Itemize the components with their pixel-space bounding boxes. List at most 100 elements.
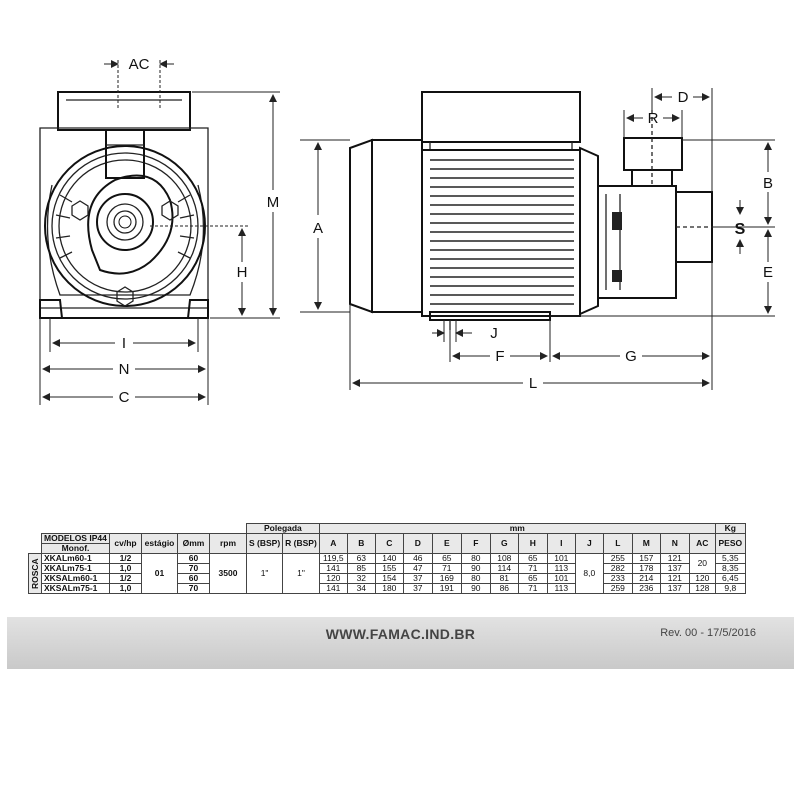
cell-d: 47 — [402, 563, 433, 574]
cell-h: 71 — [517, 563, 548, 574]
cell-ac: 128 — [688, 583, 716, 594]
cell-e: 169 — [431, 573, 462, 584]
table-header-row: MODELOS IP44 cv/hp estágio Ømm rpm S (BS… — [29, 533, 746, 554]
header-col: estágio — [141, 533, 178, 554]
cell-c: 154 — [374, 573, 404, 584]
header-kg: Kg — [714, 523, 746, 534]
cell-b: 32 — [346, 573, 376, 584]
cell-peso: 9,8 — [714, 583, 746, 594]
cell-m: 214 — [631, 573, 661, 584]
dim-label-h: H — [237, 264, 248, 281]
header-col: E — [431, 533, 462, 554]
cell-i: 101 — [546, 553, 576, 564]
cell-d: 46 — [402, 553, 433, 564]
cell-f: 80 — [460, 553, 491, 564]
table-group-header-row: Polegada mm Kg — [29, 523, 746, 534]
table-row: XKSALm75-1 1,0 70 141 34 180 37 191 90 8… — [29, 583, 746, 594]
dim-label-l: L — [529, 375, 537, 392]
cell-b: 63 — [346, 553, 376, 564]
cell-i: 113 — [546, 583, 576, 594]
header-col: A — [318, 533, 348, 554]
dim-label-i: I — [122, 335, 126, 352]
table-row: XKALm75-1 1,0 70 141 85 155 47 71 90 114… — [29, 563, 746, 574]
cell-g: 86 — [489, 583, 519, 594]
table-row: XKSALm60-1 1/2 60 120 32 154 37 169 80 8… — [29, 573, 746, 584]
header-col: cv/hp — [109, 533, 142, 554]
cell-b: 85 — [346, 563, 376, 574]
header-col: S (BSP) — [245, 533, 284, 554]
dim-label-s: S — [735, 221, 746, 238]
header-mm: mm — [318, 523, 716, 534]
cell-e: 71 — [431, 563, 462, 574]
table-row: ROSCA XKALm60-1 1/2 01 60 3500 1" 1" 119… — [28, 553, 746, 594]
header-col: C — [374, 533, 404, 554]
cell-rpm: 3500 — [209, 553, 247, 594]
header-col: D — [402, 533, 433, 554]
dim-label-g: G — [625, 348, 637, 365]
cell-n: 121 — [659, 573, 690, 584]
cell-diameter: 60 — [177, 573, 210, 584]
cell-s-bsp: 1" — [245, 553, 284, 594]
header-col: R (BSP) — [282, 533, 320, 554]
header-col: rpm — [209, 533, 247, 554]
header-modelos: MODELOS IP44 — [41, 533, 110, 544]
header-col: L — [602, 533, 633, 554]
cell-n: 121 — [659, 553, 690, 564]
website-link[interactable]: WWW.FAMAC.IND.BR — [325, 626, 476, 642]
cell-l: 233 — [602, 573, 633, 584]
cell-f: 80 — [460, 573, 491, 584]
cell-estagio: 01 — [141, 553, 178, 594]
dim-label-c: C — [119, 389, 130, 406]
cell-h: 65 — [517, 573, 548, 584]
cell-cv: 1,0 — [109, 583, 142, 594]
cell-f: 90 — [460, 563, 491, 574]
dim-label-n: N — [119, 361, 130, 378]
side-view: A D R B S E J — [300, 88, 775, 392]
header-col: M — [631, 533, 661, 554]
cell-a: 141 — [318, 583, 348, 594]
cell-diameter: 70 — [177, 563, 210, 574]
cell-model: XKALm75-1 — [41, 563, 110, 574]
cell-cv: 1/2 — [109, 573, 142, 584]
dim-label-m: M — [267, 194, 280, 211]
cell-peso: 5,35 — [714, 553, 746, 564]
cell-model: XKSALm60-1 — [41, 573, 110, 584]
cell-g: 108 — [489, 553, 519, 564]
cell-c: 140 — [374, 553, 404, 564]
cell-a: 119,5 — [318, 553, 348, 564]
dim-label-j: J — [490, 325, 498, 342]
header-col: N — [659, 533, 690, 554]
cell-a: 120 — [318, 573, 348, 584]
cell-l: 259 — [602, 583, 633, 594]
cell-e: 191 — [431, 583, 462, 594]
cell-d: 37 — [402, 573, 433, 584]
cell-l: 282 — [602, 563, 633, 574]
header-col: B — [346, 533, 376, 554]
cell-f: 90 — [460, 583, 491, 594]
header-col: I — [546, 533, 576, 554]
cell-c: 180 — [374, 583, 404, 594]
cell-a: 141 — [318, 563, 348, 574]
pump-technical-drawing: AC M H I N C — [39, 56, 775, 406]
cell-l: 255 — [602, 553, 633, 564]
dim-label-e: E — [763, 264, 773, 281]
cell-m: 157 — [631, 553, 661, 564]
cell-e: 65 — [431, 553, 462, 564]
cell-model: XKALm60-1 — [41, 553, 110, 564]
header-col: PESO — [714, 533, 746, 554]
cell-peso: 6,45 — [714, 573, 746, 584]
dim-label-r: R — [648, 110, 659, 127]
cell-h: 71 — [517, 583, 548, 594]
cell-model: XKSALm75-1 — [41, 583, 110, 594]
cell-i: 113 — [546, 563, 576, 574]
cell-n: 137 — [659, 583, 690, 594]
dim-label-d: D — [678, 89, 689, 106]
header-col: F — [460, 533, 491, 554]
side-label-rosca: ROSCA — [28, 553, 42, 594]
cell-n: 137 — [659, 563, 690, 574]
header-col: G — [489, 533, 519, 554]
dim-label-b: B — [763, 175, 773, 192]
cell-g: 81 — [489, 573, 519, 584]
revision-text: Rev. 00 - 17/5/2016 — [660, 627, 756, 639]
cell-cv: 1,0 — [109, 563, 142, 574]
